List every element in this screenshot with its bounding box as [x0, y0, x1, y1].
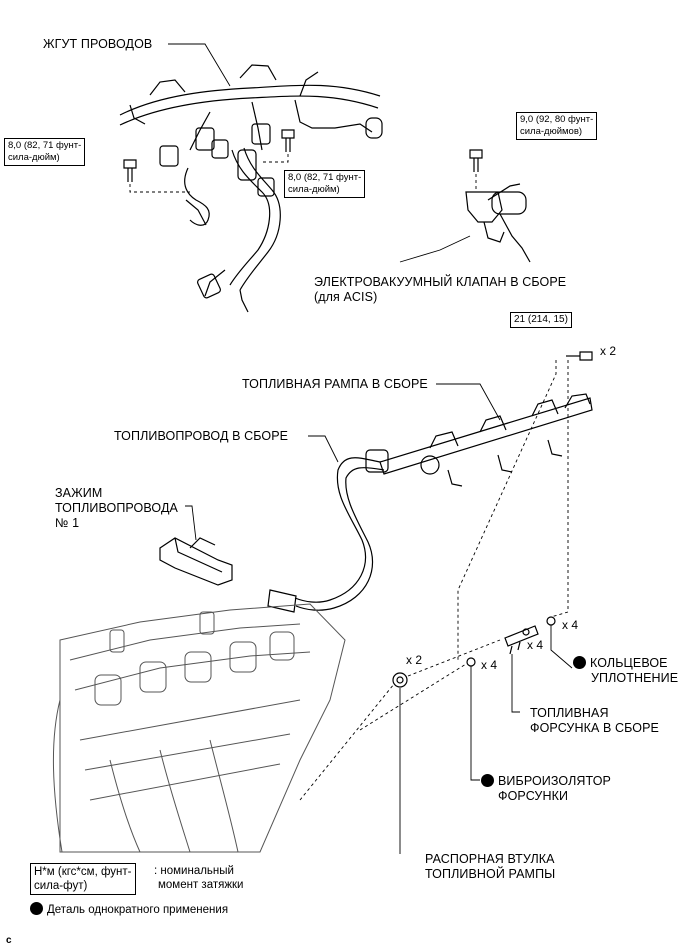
- legend-torque-description-line1: : номинальный: [154, 865, 234, 877]
- torque-spec-mid-line2: сила-дюйм): [288, 184, 340, 195]
- torque-spec-vsv: 9,0 (92, 80 фунт- сила-дюймов): [516, 112, 598, 140]
- injector-label-line1: ТОПЛИВНАЯ: [530, 706, 609, 720]
- fuel-rail-label: ТОПЛИВНАЯ РАМПА В СБОРЕ: [242, 377, 428, 391]
- spacer-label-line1: РАСПОРНАЯ ВТУЛКА: [425, 852, 555, 866]
- insulator-label-line1: ВИБРОИЗОЛЯТОР: [481, 774, 611, 789]
- o-ring-label-line2: УПЛОТНЕНИЕ: [591, 671, 679, 685]
- o-ring-label-line1-text: КОЛЬЦЕВОЕ: [590, 656, 668, 670]
- fuel-pipe-label: ТОПЛИВОПРОВОД В СБОРЕ: [114, 429, 289, 443]
- insulator-label-line2: ФОРСУНКИ: [498, 789, 569, 803]
- o-ring-label-line1: КОЛЬЦЕВОЕ: [573, 656, 678, 671]
- clamp-drawing: [159, 537, 233, 586]
- injector-label-line2: ФОРСУНКА В СБОРЕ: [530, 721, 659, 735]
- clamp-label-line3: № 1: [55, 516, 80, 530]
- fuel-pipe-drawing: [267, 449, 389, 613]
- legend-torque-description: : номинальный момент затяжки: [154, 864, 243, 892]
- o-ring-drawing: [546, 616, 556, 626]
- torque-spec-mid-line1: 8,0 (82, 71 фунт-: [288, 172, 362, 183]
- vsv-drawing: [465, 149, 531, 263]
- injector-drawing: [504, 625, 539, 655]
- legend-non-reusable: Деталь однократного применения: [30, 902, 228, 917]
- legend-torque-box-line1: Н*м (кгс*см, фунт-: [34, 866, 132, 878]
- non-reusable-dot-icon: [30, 902, 43, 915]
- clamp-label: ЗАЖИМ ТОПЛИВОПРОВОДА № 1: [55, 486, 178, 531]
- rail-bolt-quantity: x 2: [600, 344, 617, 358]
- corner-mark: c: [6, 935, 12, 946]
- vsv-label-line1: ЭЛЕКТРОВАКУУМНЫЙ КЛАПАН В СБОРЕ: [314, 275, 567, 289]
- torque-spec-left-line1: 8,0 (82, 71 фунт-: [8, 140, 82, 151]
- insulator-drawing: [466, 657, 476, 667]
- torque-spec-rail: 21 (214, 15): [510, 312, 572, 328]
- harness-bolt-mid: [281, 129, 295, 152]
- spacer-label: РАСПОРНАЯ ВТУЛКА ТОПЛИВНОЙ РАМПЫ: [425, 852, 555, 882]
- torque-spec-vsv-line1: 9,0 (92, 80 фунт-: [520, 114, 594, 125]
- vsv-label-line2: (для ACIS): [314, 290, 378, 304]
- injector-label: ТОПЛИВНАЯ ФОРСУНКА В СБОРЕ: [530, 706, 659, 736]
- engine-drawing: [52, 603, 346, 853]
- insulator-quantity: x 4: [481, 658, 498, 672]
- injector-quantity: x 4: [527, 638, 544, 652]
- insulator-label: ВИБРОИЗОЛЯТОР ФОРСУНКИ: [481, 774, 611, 804]
- clamp-label-line1: ЗАЖИМ: [55, 486, 103, 500]
- harness-bolt-left: [123, 159, 137, 182]
- wire-harness-drawing: [119, 64, 383, 313]
- non-reusable-dot-icon: [481, 774, 494, 787]
- legend-torque-box-line2: сила-фут): [34, 880, 88, 892]
- insulator-label-line1-text: ВИБРОИЗОЛЯТОР: [498, 774, 611, 788]
- torque-spec-vsv-line2: сила-дюймов): [520, 126, 583, 137]
- legend-non-reusable-text: Деталь однократного применения: [47, 904, 229, 916]
- o-ring-label: КОЛЬЦЕВОЕ УПЛОТНЕНИЕ: [573, 656, 678, 686]
- non-reusable-dot-icon: [573, 656, 586, 669]
- vsv-label: ЭЛЕКТРОВАКУУМНЫЙ КЛАПАН В СБОРЕ (для ACI…: [314, 275, 566, 305]
- torque-spec-left-line2: сила-дюйм): [8, 152, 60, 163]
- spacer-label-line2: ТОПЛИВНОЙ РАМПЫ: [425, 867, 556, 881]
- wire-harness-label: ЖГУТ ПРОВОДОВ: [43, 37, 153, 51]
- spacer-quantity: x 2: [406, 653, 423, 667]
- fuel-rail-drawing: [379, 351, 593, 487]
- torque-spec-left: 8,0 (82, 71 фунт- сила-дюйм): [4, 138, 86, 166]
- torque-spec-mid: 8,0 (82, 71 фунт- сила-дюйм): [284, 170, 366, 198]
- o-ring-quantity: x 4: [562, 618, 579, 632]
- clamp-label-line2: ТОПЛИВОПРОВОДА: [55, 501, 178, 515]
- legend-torque-description-line2: момент затяжки: [158, 879, 244, 891]
- legend-torque-box: Н*м (кгс*см, фунт- сила-фут): [30, 863, 136, 895]
- spacer-drawing: [392, 672, 408, 688]
